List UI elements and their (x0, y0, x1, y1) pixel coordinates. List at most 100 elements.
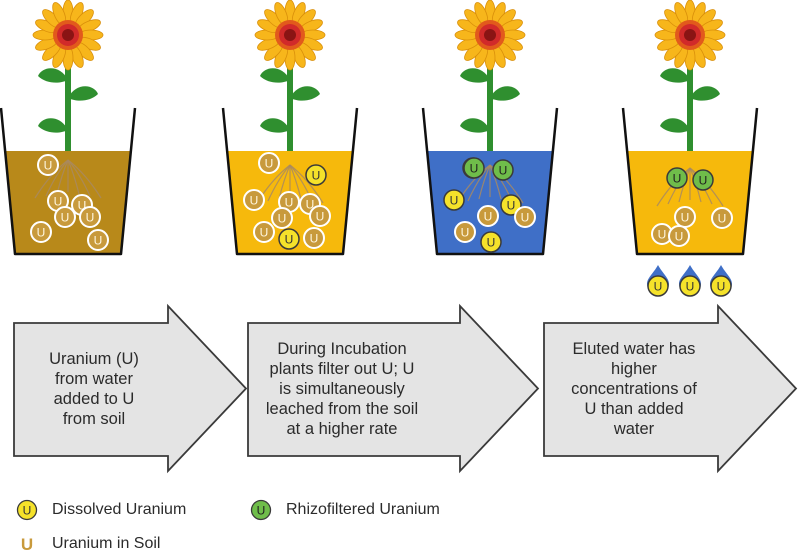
token-disc (454, 221, 476, 243)
arrows-layer (13, 303, 798, 474)
token-disc (303, 227, 325, 249)
uranium-token: U (258, 152, 280, 174)
pot-outline (421, 107, 559, 256)
token-disc (253, 221, 275, 243)
token-disc (243, 189, 265, 211)
uranium-token: U (463, 157, 485, 179)
stem (687, 38, 693, 156)
root (489, 164, 502, 200)
uranium-token: U (477, 205, 499, 227)
uranium-token: U (87, 229, 109, 251)
token-letter: U (675, 230, 684, 244)
token-letter: U (250, 194, 259, 208)
token-letter: U (260, 226, 269, 240)
sunflower (254, 0, 326, 71)
token-letter: U (94, 234, 103, 248)
pot-outline (221, 107, 359, 256)
uranium-token: U (303, 227, 325, 249)
uranium-token: U (243, 189, 265, 211)
token-letter: U (681, 211, 690, 225)
uranium-token: U (305, 164, 327, 186)
token-disc (309, 205, 331, 227)
token-letter: U (285, 196, 294, 210)
token-disc (514, 206, 536, 228)
root (67, 159, 102, 199)
leaf-left (660, 68, 690, 83)
leaf-lower (38, 118, 68, 133)
token-disc (711, 207, 733, 229)
stem (287, 38, 293, 156)
token-disc (710, 275, 732, 297)
leaf-left (260, 68, 290, 83)
uranium-token: U (30, 221, 52, 243)
leaf-lower (660, 118, 690, 133)
token-disc (679, 275, 701, 297)
token-letter: U (499, 164, 508, 178)
token-disc (477, 205, 499, 227)
leaf-lower (460, 118, 490, 133)
uranium-token: U (692, 169, 714, 191)
root (289, 164, 302, 200)
legend-rhizofiltered: U Rhizofiltered Uranium (250, 499, 440, 521)
token-letter: U (521, 211, 530, 225)
token-letter: U (265, 157, 274, 171)
token-letter: U (278, 212, 287, 226)
rhizofiltered-icon-letter: U (257, 504, 266, 518)
uranium-token: U (443, 189, 465, 211)
leaf-left (38, 68, 68, 83)
token-disc (443, 189, 465, 211)
token-disc (668, 225, 690, 247)
uranium-token: U (711, 207, 733, 229)
uranium-token: U (480, 231, 502, 253)
legend-dissolved-label: Dissolved Uranium (52, 501, 187, 518)
legend-soil: U Uranium in Soil (16, 533, 161, 555)
token-letter: U (285, 233, 294, 247)
token-disc (87, 229, 109, 251)
root (267, 164, 291, 202)
dissolved-uranium-token: U (710, 275, 732, 297)
token-letter: U (450, 194, 459, 208)
root (478, 164, 491, 200)
arrow-step-3 (543, 303, 798, 474)
token-disc (492, 159, 514, 181)
dissolved-icon-letter: U (23, 504, 32, 518)
uranium-token: U (37, 154, 59, 176)
token-letter: U (37, 226, 46, 240)
token-disc (692, 169, 714, 191)
sunflower (32, 0, 104, 71)
pot-contents (627, 151, 753, 254)
flower-core (484, 29, 496, 41)
token-disc (305, 164, 327, 186)
root (34, 159, 69, 199)
token-disc (37, 154, 59, 176)
token-letter: U (470, 162, 479, 176)
token-disc (647, 275, 669, 297)
token-letter: U (306, 198, 315, 212)
token-letter: U (507, 199, 516, 213)
water-drop: U (710, 265, 732, 297)
leaf-right (490, 86, 520, 101)
uranium-token: U (514, 206, 536, 228)
flower-core (684, 29, 696, 41)
water-drop: U (647, 265, 669, 297)
soil-uranium-icon: U (21, 535, 33, 554)
token-letter: U (673, 172, 682, 186)
dissolved-uranium-icon: U (16, 499, 38, 521)
leaf-right (68, 86, 98, 101)
dissolved-uranium-token: U (679, 275, 701, 297)
uranium-token: U (54, 206, 76, 228)
token-disc (30, 221, 52, 243)
arrow-step-2 (247, 303, 540, 474)
token-letter: U (484, 210, 493, 224)
token-letter: U (686, 280, 695, 294)
token-letter: U (717, 280, 726, 294)
token-letter: U (461, 226, 470, 240)
step-1-text: Uranium (U) from water added to U from s… (49, 350, 139, 428)
token-letter: U (699, 174, 708, 188)
sunflower (654, 0, 726, 71)
leaf-right (690, 86, 720, 101)
